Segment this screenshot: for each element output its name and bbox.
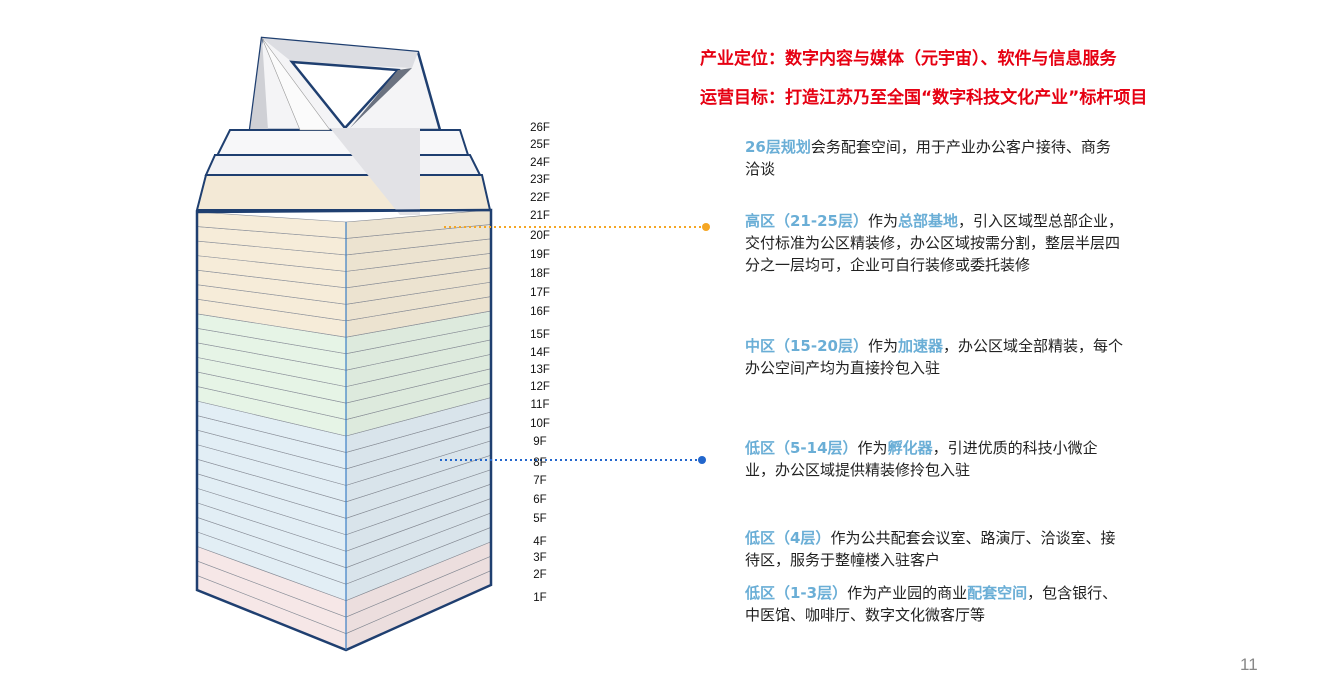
floor-label: 26F <box>530 122 550 134</box>
floor-label: 9F <box>533 436 547 448</box>
high-zone-leader-dot <box>702 223 710 231</box>
zone-1-3f-description: 低区（1-3层）作为产业园的商业配套空间，包含银行、中医馆、咖啡厅、数字文化微客… <box>745 582 1125 626</box>
zone-text: 作为 <box>867 337 898 355</box>
floor-label: 8F <box>533 457 547 469</box>
floor-label: 1F <box>533 592 547 604</box>
floor-label: 23F <box>530 174 550 186</box>
zone-title: 低区（1-3层） <box>745 584 848 602</box>
floor-label: 15F <box>530 329 550 341</box>
zone-text: ，办公区域全部精装，每个办公空间产均为直接拎包入驻 <box>745 337 1124 377</box>
floor-label: 21F <box>530 210 550 222</box>
floor-label: 24F <box>530 157 550 169</box>
zone-title: 高区（21-25层） <box>745 212 868 230</box>
zone-4f-description: 低区（4层）作为公共配套会议室、路演厅、洽谈室、接待区，服务于整幢楼入驻客户 <box>745 527 1125 571</box>
zone-text: ，引入区域型总部企业，交付标准为公区精装修，办公区域按需分割，整层半层四分之一层… <box>745 212 1124 274</box>
zone-text: 作为公共配套会议室、路演厅、洽谈室、接待区，服务于整幢楼入驻客户 <box>745 529 1116 569</box>
building-body <box>195 208 493 652</box>
floor-label: 7F <box>533 475 547 487</box>
zone-high-description: 高区（21-25层）作为总部基地，引入区域型总部企业，交付标准为公区精装修，办公… <box>745 210 1125 276</box>
zone-title: 低区（4层） <box>745 529 831 547</box>
zone-keyword: 加速器 <box>898 337 944 355</box>
zone-title: 中区（15-20层） <box>745 337 868 355</box>
zone-text: 作为 <box>867 212 898 230</box>
floor-label: 18F <box>530 268 550 280</box>
zone-mid-description: 中区（15-20层）作为加速器，办公区域全部精装，每个办公空间产均为直接拎包入驻 <box>745 335 1125 379</box>
floor-label: 17F <box>530 287 550 299</box>
floor-label: 4F <box>533 536 547 548</box>
zone-keyword: 总部基地 <box>898 212 959 230</box>
zone-text: 会务配套空间，用于产业办公客户接待、商务洽谈 <box>745 138 1111 178</box>
floor-label: 22F <box>530 192 550 204</box>
floor-label: 11F <box>530 399 550 411</box>
zone-26f-description: 26层规划会务配套空间，用于产业办公客户接待、商务洽谈 <box>745 136 1125 180</box>
zone-text: ，包含银行、中医馆、咖啡厅、数字文化微客厅等 <box>745 584 1118 624</box>
zone-text: ，引进优质的科技小微企业，办公区域提供精装修拎包入驻 <box>745 439 1098 479</box>
floor-label: 3F <box>533 552 547 564</box>
zone-keyword: 孵化器 <box>887 439 933 457</box>
floor-label: 10F <box>530 418 550 430</box>
building-outline <box>195 208 493 652</box>
industry-positioning: 产业定位：数字内容与媒体（元宇宙）、软件与信息服务 <box>700 49 1117 69</box>
floor-label: 13F <box>530 364 550 376</box>
floor-label: 16F <box>530 306 550 318</box>
zone-text: 作为 <box>857 439 888 457</box>
building-crown <box>195 36 492 215</box>
zone-text: 作为产业园的商业 <box>847 584 968 602</box>
page-number: 11 <box>1240 655 1258 674</box>
zone-keyword: 配套空间 <box>967 584 1028 602</box>
floor-label: 6F <box>533 494 547 506</box>
zone-title: 26层规划 <box>745 138 811 156</box>
floor-label: 12F <box>530 381 550 393</box>
low-zone-leader-dot <box>698 456 706 464</box>
zone-title: 低区（5-14层） <box>745 439 858 457</box>
floor-label: 5F <box>533 513 547 525</box>
operation-goal: 运营目标：打造江苏乃至全国“数字科技文化产业”标杆项目 <box>700 88 1148 108</box>
floor-label: 19F <box>530 249 550 261</box>
floor-label: 20F <box>530 230 550 242</box>
floor-label: 2F <box>533 569 547 581</box>
zone-low-description: 低区（5-14层）作为孵化器，引进优质的科技小微企业，办公区域提供精装修拎包入驻 <box>745 437 1125 481</box>
floor-label: 14F <box>530 347 550 359</box>
floor-label: 25F <box>530 139 550 151</box>
